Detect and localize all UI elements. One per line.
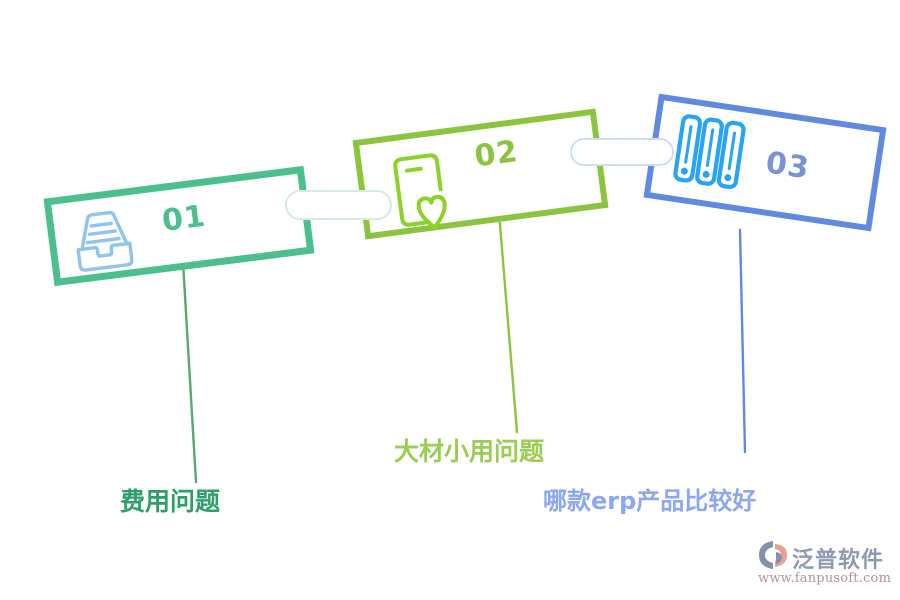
brand-name: 泛普软件 (792, 548, 885, 573)
step-label-03: 哪款erp产品比较好 (543, 487, 757, 515)
step-label-02: 大材小用问题 (394, 437, 545, 466)
three-bars-books-icon (669, 111, 750, 198)
mobile-heart-icon (389, 150, 461, 240)
stem-line-03 (738, 228, 747, 454)
step-card-01[interactable]: 01 (43, 165, 315, 287)
connector-02-03 (570, 138, 674, 166)
stem-line-02 (495, 186, 519, 434)
step-card-02[interactable]: 02 (352, 108, 609, 240)
inbox-tray-icon (68, 205, 138, 281)
step-number-02: 02 (472, 134, 521, 175)
stem-line-01 (181, 260, 198, 484)
step-label-01: 费用问题 (120, 487, 221, 516)
step-number-01: 01 (160, 198, 208, 239)
step-number-03: 03 (763, 145, 812, 187)
fanpu-logo-icon (756, 540, 790, 570)
connector-01-02 (285, 190, 392, 220)
brand-watermark: 泛普软件 www.fanpusoft.com (752, 540, 894, 592)
step-card-03[interactable]: 03 (643, 93, 887, 232)
brand-url: www.fanpusoft.com (758, 571, 892, 586)
